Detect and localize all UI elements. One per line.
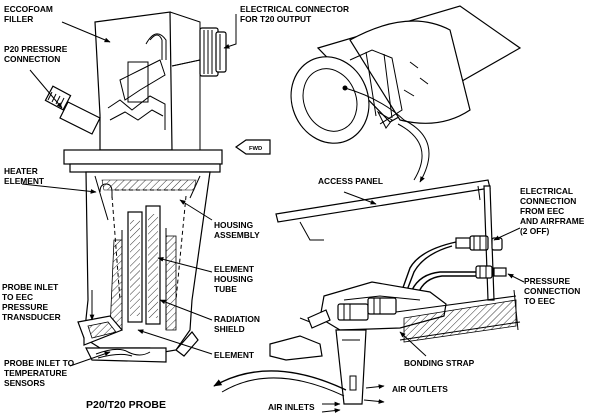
label-heater-2: ELEMENT	[4, 176, 45, 186]
label-ece-2: CONNECTION	[520, 196, 576, 206]
probe-flange	[63, 149, 223, 165]
label-ece-1: ELECTRICAL	[520, 186, 573, 196]
label-air-outlets: AIR OUTLETS	[392, 384, 448, 394]
label-pip-1: PROBE INLET	[2, 282, 59, 292]
label-eht-3: TUBE	[214, 284, 237, 294]
label-bonding-strap: BONDING STRAP	[404, 358, 475, 368]
label-ece-4: AND AIRFRAME	[520, 216, 585, 226]
label-p20-1: P20 PRESSURE	[4, 44, 68, 54]
label-pit-2: TEMPERATURE	[4, 368, 68, 378]
element-housing-tube	[127, 205, 161, 325]
probe-cutaway	[44, 11, 227, 363]
probe-upper-housing	[94, 11, 173, 151]
fwd-marker: FWD	[234, 139, 271, 155]
label-pip-3: PRESSURE	[2, 302, 48, 312]
label-pce-2: CONNECTION	[524, 286, 580, 296]
t20-connector	[199, 27, 227, 77]
label-ece-3: FROM EEC	[520, 206, 564, 216]
eec-pressure-connection	[475, 265, 507, 279]
access-panel	[275, 179, 491, 223]
label-conn-2: FOR T20 OUTPUT	[240, 14, 312, 24]
label-housing-2: ASSEMBLY	[214, 230, 260, 240]
label-rad-1: RADIATION	[214, 314, 260, 324]
leader-lines	[21, 14, 525, 367]
label-air-inlets: AIR INLETS	[268, 402, 315, 412]
label-pit-1: PROBE INLET TO	[4, 358, 75, 368]
figure-title: P20/T20 PROBE	[86, 399, 166, 411]
label-housing-1: HOUSING	[214, 220, 253, 230]
label-eccofoam-2: FILLER	[4, 14, 33, 24]
label-pce-3: TO EEC	[524, 296, 555, 306]
connector-detail	[290, 5, 522, 183]
eec-electrical-connectors	[455, 235, 503, 251]
label-eht-1: ELEMENT	[214, 264, 255, 274]
label-eccofoam-1: ECCOFOAM	[4, 4, 53, 14]
connecting-arrow	[213, 370, 347, 391]
label-access-panel: ACCESS PANEL	[318, 176, 383, 186]
label-ece-5: (2 OFF)	[520, 226, 550, 236]
label-heater-1: HEATER	[4, 166, 38, 176]
label-p20-2: CONNECTION	[4, 54, 60, 64]
p20-pressure-fitting	[44, 85, 101, 135]
label-conn-1: ELECTRICAL CONNECTOR	[240, 4, 349, 14]
label-pip-2: TO EEC	[2, 292, 33, 302]
label-eht-2: HOUSING	[214, 274, 253, 284]
label-pit-3: SENSORS	[4, 378, 45, 388]
label-pip-4: TRANSDUCER	[2, 312, 61, 322]
installation-view	[269, 179, 521, 413]
installed-probe	[335, 329, 367, 405]
label-element: ELEMENT	[214, 350, 255, 360]
label-pce-1: PRESSURE	[524, 276, 570, 286]
label-rad-2: SHIELD	[214, 324, 245, 334]
fwd-label: FWD	[249, 146, 262, 152]
